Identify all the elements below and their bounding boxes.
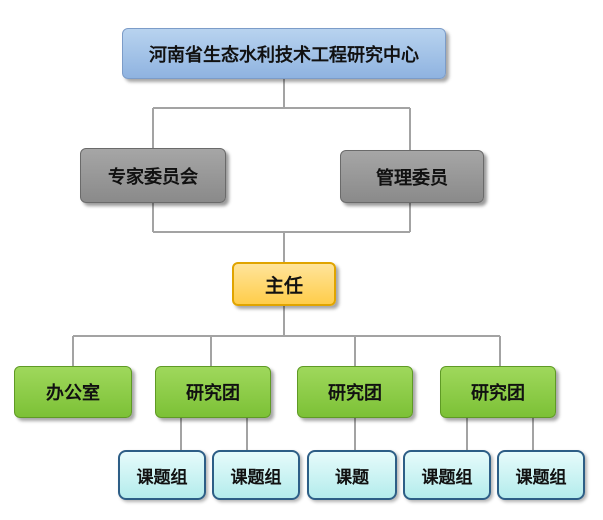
expert-committee-label: 专家委员会 (108, 166, 198, 188)
center-label: 河南省生态水利技术工程研究中心 (149, 44, 419, 66)
project-group-node: 课题组 (497, 450, 585, 500)
project-group-label: 课题 (335, 467, 369, 488)
project-group-label: 课题组 (230, 467, 282, 488)
center-node: 河南省生态水利技术工程研究中心 (122, 28, 446, 79)
project-group-label: 课题组 (515, 467, 567, 488)
research-team-node: 研究团 (155, 366, 271, 418)
project-group-node: 课题组 (403, 450, 491, 500)
director-label: 主任 (264, 274, 303, 297)
office-node: 办公室 (14, 366, 132, 418)
research-team-node: 研究团 (297, 366, 413, 418)
management-node: 管理委员 (340, 150, 484, 203)
project-group-node: 课题组 (118, 450, 206, 500)
research-team-label: 研究团 (328, 383, 382, 404)
project-group-label: 课题组 (421, 467, 473, 488)
expert-committee-node: 专家委员会 (80, 148, 226, 203)
management-label: 管理委员 (376, 167, 448, 189)
research-team-node: 研究团 (440, 366, 556, 418)
research-team-label: 研究团 (186, 383, 240, 404)
project-group-label: 课题组 (136, 467, 188, 488)
research-team-label: 研究团 (471, 383, 525, 404)
project-group-node: 课题 (307, 450, 397, 500)
director-node: 主任 (232, 262, 336, 306)
project-group-node: 课题组 (212, 450, 300, 500)
office-label: 办公室 (46, 383, 100, 404)
